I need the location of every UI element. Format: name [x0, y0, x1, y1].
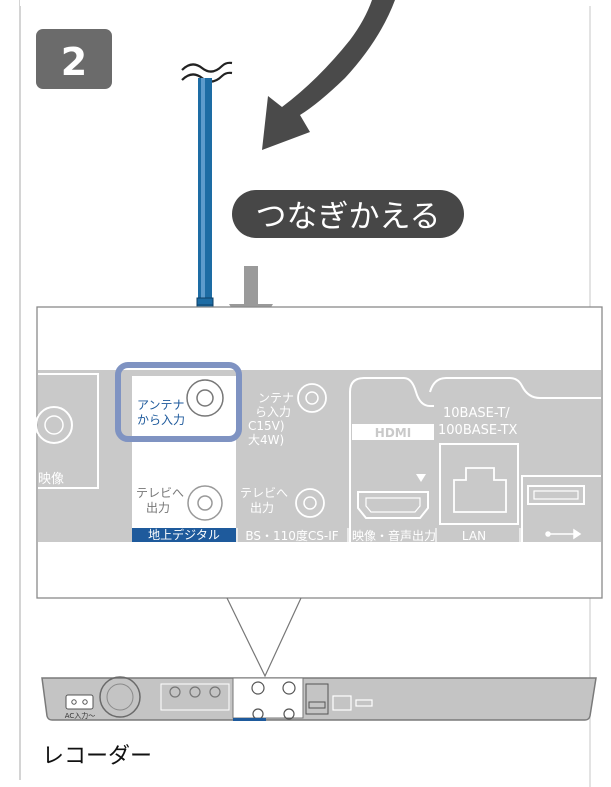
bs-tv-out-port — [295, 488, 325, 518]
hdmi-marker-icon — [416, 474, 426, 482]
callout-text: つなぎかえる — [255, 199, 440, 235]
lan-spec-line2: 100BASE-TX — [438, 423, 518, 438]
bs-tv-out-line2: 出力 — [250, 501, 274, 515]
highlight-ring — [115, 362, 242, 442]
step-number: 2 — [61, 40, 87, 84]
fan-icon — [99, 676, 141, 718]
hdmi-label: 映像・音声出力 — [352, 528, 436, 543]
terrestrial-tv-out-port — [187, 485, 223, 521]
terrestrial-tv-out-line1: テレビへ — [136, 486, 184, 500]
bs-antenna-in-port — [297, 383, 327, 413]
bs-antenna-in-line3: C15V) — [248, 419, 285, 433]
recorder-caption: レコーダー — [42, 744, 152, 769]
terrestrial-antenna-in-line2: から入力 — [137, 413, 185, 427]
bs-antenna-in-line2: ら入力 — [255, 405, 291, 419]
callout-pill: つなぎかえる — [232, 190, 464, 238]
bs-antenna-in-line1: ンテナ — [258, 391, 294, 405]
lan-port — [453, 467, 507, 513]
rear-panel-zoom: 映像 地上デジタル アンテナ から入力 テレビへ 出力 ンテナ ら入力 C15V… — [35, 362, 601, 543]
bs-antenna-in-line4: 大4W) — [248, 433, 284, 447]
ac-input-label: AC入力～ — [65, 711, 96, 720]
terrestrial-antenna-in-line1: アンテナ — [137, 398, 185, 412]
ac-inlet — [65, 694, 94, 710]
bs-label: BS・110度CS-IF — [245, 528, 338, 543]
usb-icon — [545, 528, 582, 540]
left-video-label: 映像 — [38, 472, 64, 487]
terrestrial-label: 地上デジタル — [148, 527, 220, 542]
lan-label: LAN — [462, 529, 486, 543]
frame-top — [20, 0, 591, 6]
terrestrial-tv-out-line2: 出力 — [146, 501, 170, 515]
hdmi-port — [357, 491, 429, 519]
recorder-body: AC入力～ — [41, 676, 597, 721]
terrestrial-antenna-in-port — [186, 379, 224, 417]
zoom-projection-lines — [226, 597, 302, 678]
usb-port — [527, 485, 585, 505]
step-badge: 2 — [36, 29, 112, 89]
lan-spec-line1: 10BASE-T/ — [443, 406, 510, 421]
bs-tv-out-line1: テレビへ — [240, 486, 288, 500]
curved-arrow-icon — [262, 0, 395, 150]
hdmi-logo: HDMI — [375, 426, 411, 440]
